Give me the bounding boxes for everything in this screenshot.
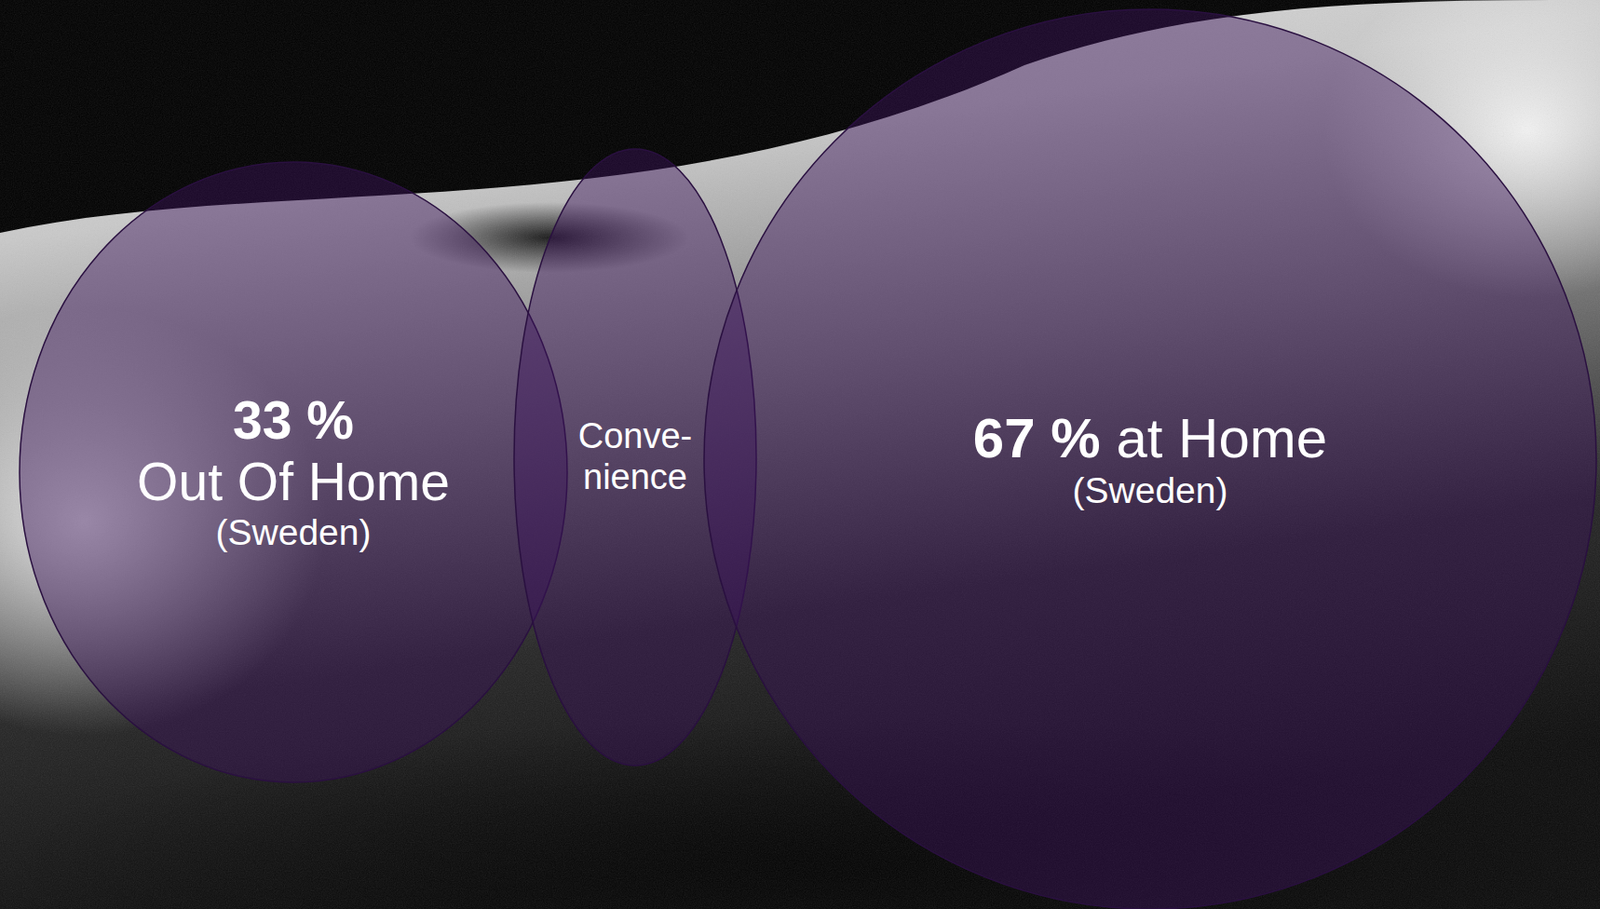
text-row: 33 % bbox=[136, 390, 450, 452]
text-row: 67 %at Home bbox=[973, 406, 1328, 471]
ellipse-outline bbox=[18, 161, 569, 784]
text-group: 67 %at Home(Sweden) bbox=[973, 406, 1328, 513]
text-group: 33 %Out Of Home(Sweden) bbox=[136, 390, 450, 555]
text-row: (Sweden) bbox=[136, 512, 450, 555]
ellipse-shape bbox=[514, 149, 757, 766]
text-group: Conve- nience bbox=[569, 416, 701, 498]
ellipse-label: 33 % bbox=[232, 390, 354, 450]
ellipse-outline bbox=[703, 8, 1598, 909]
ellipse-label: Conve- nience bbox=[578, 416, 693, 497]
ellipse-shape bbox=[704, 9, 1597, 909]
ellipse-node: Conve- nience bbox=[513, 148, 758, 767]
text-row: (Sweden) bbox=[973, 470, 1328, 513]
text-row: Conve- nience bbox=[569, 416, 701, 498]
ellipse-label: at Home bbox=[1115, 406, 1328, 470]
ellipse-label: Out Of Home bbox=[136, 451, 450, 512]
ellipse-label: (Sweden) bbox=[1072, 470, 1229, 511]
ellipse-node: 67 %at Home(Sweden) bbox=[703, 8, 1598, 909]
ellipse-outline bbox=[513, 148, 758, 767]
ellipse-shape bbox=[19, 162, 568, 783]
ellipse-node: 33 %Out Of Home(Sweden) bbox=[18, 161, 569, 784]
ellipse-label: 67 % bbox=[973, 406, 1101, 470]
ellipse-label: (Sweden) bbox=[216, 512, 372, 553]
text-row: Out Of Home bbox=[136, 451, 450, 514]
